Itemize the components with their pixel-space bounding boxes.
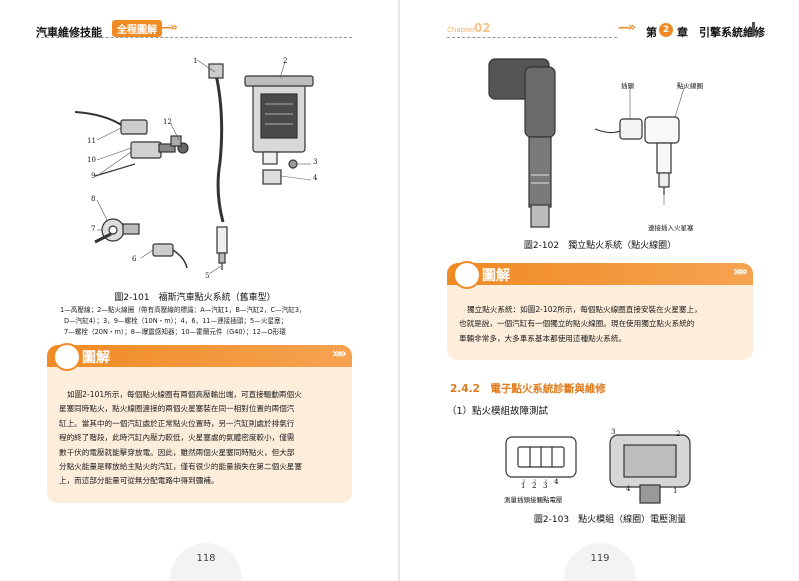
label-coil: 點火線圈 xyxy=(677,82,703,90)
left-info-box-title: 圖解 xyxy=(82,350,110,366)
label-measure: 測量插頭接觸點電壓 xyxy=(504,496,563,504)
legend-line: D—汽缸4）；3，9—螺栓（10N・m）；4，6，11—連接插頭；5—火星塞； xyxy=(64,317,288,325)
callout-9: 9 xyxy=(91,172,96,180)
module-pin-4: 4 xyxy=(626,485,631,493)
right-info-box-text: 獨立點火系統：如圖2-102所示，每個點火線圈直接安裝在火星塞上， 也就是說，一… xyxy=(459,303,751,346)
legend-line: 1—高壓線；2—點火線圈（帶有高壓線的標識：A—汽缸1，B—汽缸2，C—汽缸3， xyxy=(60,306,306,314)
right-info-box-header: 圖解 »» xyxy=(447,261,753,289)
right-header-rule xyxy=(447,37,617,38)
callout-1: 1 xyxy=(193,57,198,65)
paragraph-line: 獨立點火系統：如圖2-102所示，每個點火線圈直接安裝在火星塞上， xyxy=(467,305,702,314)
right-page: Chapter 02 —» 第 2 章 引擎系統維修 插頭 點 xyxy=(400,0,799,581)
paragraph-line: 也就是說，一個汽缸有一個獨立的點火線圈。現在使用獨立點火系統的 xyxy=(459,319,695,329)
right-info-box-title: 圖解 xyxy=(482,268,510,284)
callout-11: 11 xyxy=(87,137,96,145)
connector-pin-4: 4 xyxy=(554,478,559,486)
label-plug: 插頭 xyxy=(621,82,634,90)
left-info-box-text: 如圖2-101所示，每個點火線圈有兩個高壓輸出端，可直接驅動兩個火 星塞同時點火… xyxy=(59,388,351,489)
chapter-number: 02 xyxy=(474,21,491,35)
left-header-tag: 全程圖解 xyxy=(112,20,162,37)
header-bar xyxy=(752,22,755,36)
left-info-box: 圖解 »» 如圖2-101所示，每個點火線圈有兩個高壓輸出端，可直接驅動兩個火 … xyxy=(47,343,352,503)
info-badge-icon xyxy=(53,343,81,371)
chapter-label: Chapter xyxy=(447,26,475,34)
left-header-rule xyxy=(36,37,352,38)
chevron-right-icon: »» xyxy=(331,346,347,362)
paragraph-line: 缸上。當其中的一個汽缸處於正常點火位置時，另一汽缸則處於排氣行 xyxy=(59,418,295,428)
figure-2-103-drawing xyxy=(505,434,691,504)
chapter-prefix: 第 xyxy=(646,26,657,39)
figure-2-101-legend: 1—高壓線；2—點火線圈（帶有高壓線的標識：A—汽缸1，B—汽缸2，C—汽缸3，… xyxy=(60,305,380,338)
figure-2-101-caption: 圖2-101 福斯汽車點火系統（舊車型） xyxy=(114,293,276,303)
callout-7: 7 xyxy=(91,225,96,233)
left-info-box-header: 圖解 »» xyxy=(47,343,352,371)
callout-12: 12 xyxy=(163,118,172,126)
legend-line: 7—螺栓（20N・m）；8—爆震感知器；10—霍爾元件（G40）；12—O形環 xyxy=(64,328,286,336)
right-header-arrows: —» xyxy=(618,20,636,34)
label-insert: 連接插入火星塞 xyxy=(648,224,694,232)
callout-4: 4 xyxy=(313,174,318,182)
callout-6: 6 xyxy=(132,255,137,263)
connector-pin-2: 2 xyxy=(532,482,537,490)
paragraph-line: 數千伏的電壓就能擊穿放電。因此，雖然兩個火星塞同時點火，但大部 xyxy=(59,447,295,457)
figure-2-102-caption: 圖2-102 獨立點火系統（點火線圈） xyxy=(523,241,677,251)
subsection-title: （1）點火模組故障測試 xyxy=(447,406,549,417)
figure-2-101-drawing xyxy=(75,59,314,275)
figure-2-102-drawing xyxy=(488,58,686,228)
chevron-right-icon: »» xyxy=(732,264,748,280)
callout-8: 8 xyxy=(91,195,96,203)
paragraph-line: 上，而這部分能量可從無分配電路中得到彌補。 xyxy=(59,476,219,486)
module-pin-1: 1 xyxy=(673,487,678,495)
paragraph-line: 如圖2-101所示，每個點火線圈有兩個高壓輸出端，可直接驅動兩個火 xyxy=(67,390,302,399)
chapter-circle: 2 xyxy=(659,23,673,37)
paragraph-line: 星塞同時點火，點火線圈連接的兩個火星塞裝在同一相對位置的兩個汽 xyxy=(59,404,295,414)
callout-3: 3 xyxy=(313,158,318,166)
left-page-number: 118 xyxy=(196,553,216,564)
right-info-box: 圖解 »» 獨立點火系統：如圖2-102所示，每個點火線圈直接安裝在火星塞上， … xyxy=(447,261,753,360)
figure-2-103-caption: 圖2-103 點火模組（線圈）電壓測量 xyxy=(533,515,687,525)
callout-2: 2 xyxy=(283,57,288,65)
callout-10: 10 xyxy=(87,156,96,164)
callout-5: 5 xyxy=(205,272,210,280)
section-title: 2.4.2 電子點火系統診斷與維修 xyxy=(450,383,606,395)
right-page-number: 119 xyxy=(590,553,610,564)
paragraph-line: 程的終了階段，此時汽缸內壓力較低，火星塞處的氣體密度較小，僅需 xyxy=(59,433,295,443)
module-pin-2: 2 xyxy=(676,430,681,438)
paragraph-line: 車輛非常多，大多車系基本都使用這種點火系統。 xyxy=(459,333,627,343)
connector-pin-3: 3 xyxy=(543,482,548,490)
chapter-title: 章 引擎系統維修 xyxy=(677,26,765,39)
paragraph-line: 分點火能量是釋放給主點火的汽缸，僅有很少的能量損失在第二個火星塞 xyxy=(59,462,302,472)
module-pin-3: 3 xyxy=(611,428,616,436)
left-header-title: 汽車維修技能 xyxy=(36,26,102,39)
page-gutter xyxy=(398,0,400,581)
left-header-arrows: —» xyxy=(160,20,178,34)
connector-pin-1: 1 xyxy=(521,482,526,490)
left-page: 汽車維修技能 全程圖解 —» xyxy=(0,0,399,581)
info-badge-icon xyxy=(453,261,481,289)
